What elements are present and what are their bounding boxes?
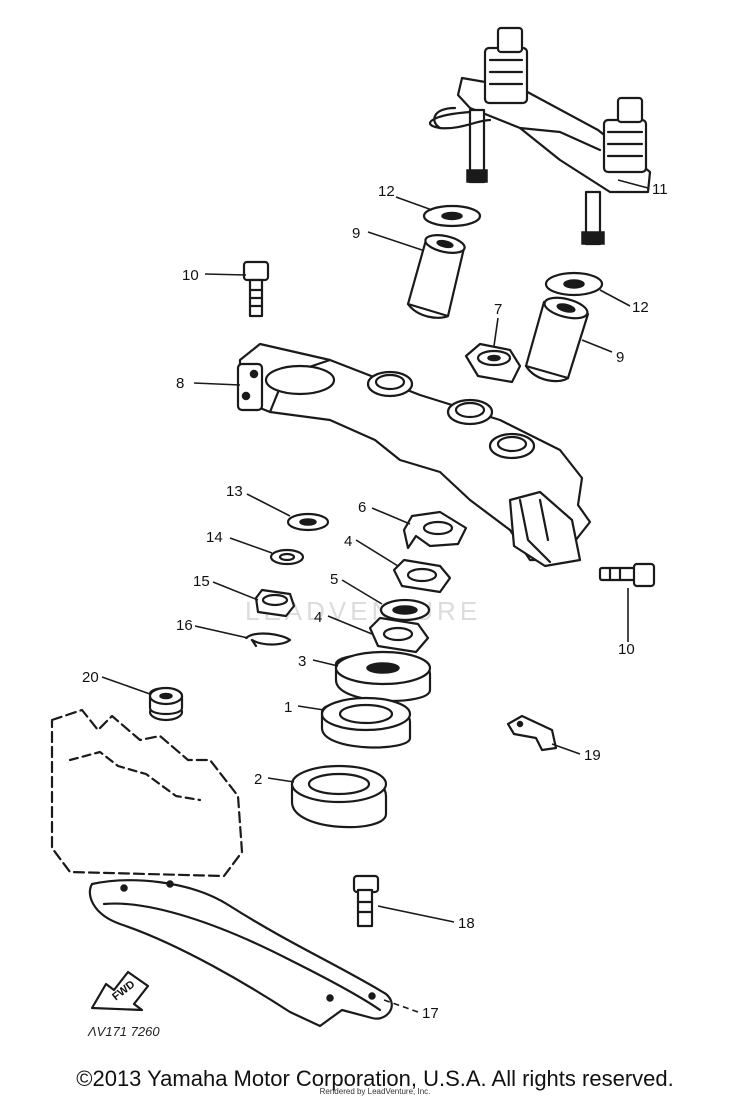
- part-4-ring-nut-lower[interactable]: [368, 616, 430, 654]
- part-17-cover[interactable]: [88, 879, 393, 1028]
- part-13-washer[interactable]: [286, 512, 330, 532]
- part-12-washer-upper[interactable]: [422, 204, 482, 228]
- callout-15: 15: [193, 573, 210, 590]
- copyright-notice: ©2013 Yamaha Motor Corporation, U.S.A. A…: [76, 1066, 674, 1091]
- part-3-bearing-cover[interactable]: [334, 650, 432, 703]
- callout-5: 5: [330, 571, 338, 588]
- callout-10-right: 10: [618, 641, 635, 658]
- callout-18: 18: [458, 915, 475, 932]
- part-16-cotter-pin[interactable]: [244, 632, 292, 648]
- callout-1: 1: [284, 699, 292, 716]
- leader-lines: [101, 179, 649, 1013]
- callout-13: 13: [226, 483, 243, 500]
- rendered-by-notice: Rendered by LeadVenture, Inc.: [319, 1087, 431, 1096]
- callout-8: 8: [176, 375, 184, 392]
- part-8-under-bracket[interactable]: [236, 342, 592, 568]
- callout-12-right: 12: [632, 299, 649, 316]
- part-19-clamp[interactable]: [506, 714, 558, 752]
- part-9-damper-right[interactable]: [524, 294, 590, 383]
- part-15-nut[interactable]: [254, 588, 296, 618]
- part-5-washer[interactable]: [379, 598, 431, 622]
- callout-10-upper: 10: [182, 267, 199, 284]
- part-20-grommet[interactable]: [148, 686, 184, 722]
- part-12-washer-right[interactable]: [544, 271, 604, 297]
- part-14-lock-washer[interactable]: [269, 548, 305, 566]
- part-7-crown-nut[interactable]: [464, 342, 522, 384]
- callout-9-left: 9: [352, 225, 360, 242]
- part-2-bearing[interactable]: [290, 764, 388, 829]
- callout-17: 17: [422, 1005, 439, 1022]
- callout-9-right: 9: [616, 349, 624, 366]
- part-10-bolt-right[interactable]: [598, 562, 656, 588]
- part-9-damper-left[interactable]: [406, 232, 466, 319]
- callout-4-lower: 4: [314, 609, 322, 626]
- callout-12-upper: 12: [378, 183, 395, 200]
- callout-16: 16: [176, 617, 193, 634]
- part-10-bolt-upper[interactable]: [242, 260, 270, 318]
- drawing-code: ΛV171 7260: [87, 1024, 160, 1039]
- frame-section-outline: [50, 708, 244, 878]
- callout-19: 19: [584, 747, 601, 764]
- callout-14: 14: [206, 529, 223, 546]
- callout-2: 2: [254, 771, 262, 788]
- callout-4-upper: 4: [344, 533, 352, 550]
- callout-20: 20: [82, 669, 99, 686]
- callout-6: 6: [358, 499, 366, 516]
- callout-11: 11: [652, 181, 668, 198]
- part-1-bearing[interactable]: [320, 696, 412, 749]
- part-11-handlebar-holder[interactable]: [428, 26, 652, 246]
- part-6-lock-washer[interactable]: [402, 510, 468, 550]
- part-4-ring-nut-upper[interactable]: [392, 558, 452, 594]
- fwd-arrow-icon: FWD: [90, 970, 150, 1012]
- callout-numbers: 12 9 10 11 12 9 7 8 13 14 15 16 6 4 5 4 …: [82, 181, 668, 1022]
- part-18-bolt[interactable]: [352, 874, 380, 928]
- callout-7: 7: [494, 301, 502, 318]
- callout-3: 3: [298, 653, 306, 670]
